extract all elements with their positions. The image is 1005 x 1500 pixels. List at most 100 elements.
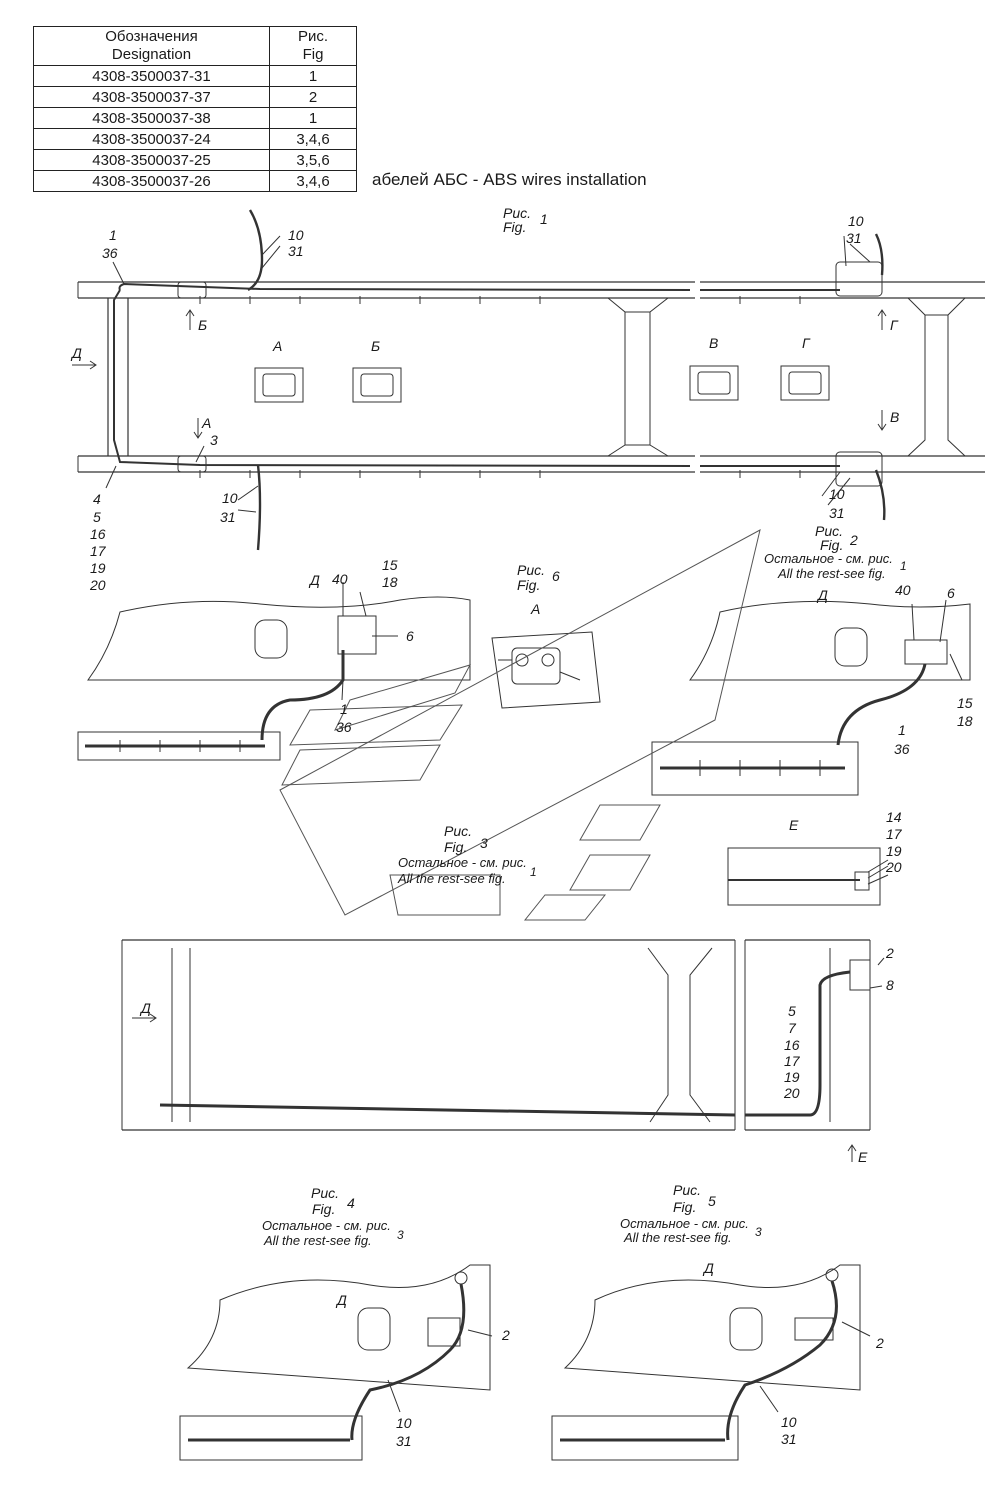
fig5-caption-ru: Рис. <box>673 1182 701 1198</box>
fig3-note-en: All the rest-see fig. <box>397 871 506 886</box>
fig2-note-en: All the rest-see fig. <box>777 566 886 581</box>
arrow-label-d-fig1: Д <box>70 345 82 361</box>
callout-17: 17 <box>886 826 903 842</box>
callout-17: 17 <box>90 543 107 559</box>
fig5-caption-num: 5 <box>708 1193 716 1209</box>
fig2-note-num: 1 <box>900 559 907 573</box>
fig1-caption-en: Fig. <box>503 219 526 235</box>
callout-36: 36 <box>336 719 352 735</box>
callout-2: 2 <box>885 945 894 961</box>
fig2-caption-en: Fig. <box>820 537 843 553</box>
view-label-b: Б <box>371 338 380 354</box>
arrow-label-a: А <box>201 415 211 431</box>
callout-2: 2 <box>875 1335 884 1351</box>
background-panels <box>279 529 761 921</box>
callout-17: 17 <box>784 1053 801 1069</box>
fig2-caption-num: 2 <box>849 532 858 548</box>
view-label-d-fig2-rest: Д <box>816 587 828 603</box>
callout-16: 16 <box>784 1037 800 1053</box>
callout-7: 7 <box>788 1020 797 1036</box>
view-label-d-fig4: Д <box>335 1292 347 1308</box>
fig1-frame <box>72 209 985 551</box>
callout-15: 15 <box>382 557 398 573</box>
callout-1: 1 <box>109 227 117 243</box>
callout-19: 19 <box>886 843 902 859</box>
fig6-caption-num: 6 <box>552 568 560 584</box>
callout-18: 18 <box>957 713 973 729</box>
callout-2: 2 <box>501 1327 510 1343</box>
callout-5: 5 <box>93 509 101 525</box>
callout-10: 10 <box>288 227 304 243</box>
designation-table: Обозначения Designation Рис. Fig 4308-35… <box>33 26 357 192</box>
detail-e <box>727 847 889 906</box>
callout-40: 40 <box>895 582 911 598</box>
table-cell-fig: 3,4,6 <box>269 170 357 192</box>
callout-20: 20 <box>89 577 106 593</box>
view-label-a: А <box>272 338 282 354</box>
callout-36: 36 <box>102 245 118 261</box>
fig4-cab <box>179 1264 493 1461</box>
fig2-cab <box>77 582 471 761</box>
arrow-label-g: Г <box>890 317 899 333</box>
fig5-note-en: All the rest-see fig. <box>623 1230 732 1245</box>
callout-31: 31 <box>396 1433 412 1449</box>
table-header-fig: Рис. Fig <box>269 26 357 66</box>
drawing-title: абелей АБС - ABS wires installation <box>372 170 647 189</box>
fig5-cab <box>551 1264 871 1461</box>
callout-1: 1 <box>340 701 348 717</box>
fig3-caption-num: 3 <box>480 835 488 851</box>
callout-3: 3 <box>210 432 218 448</box>
arrow-label-b: Б <box>198 317 207 333</box>
fig3-note-num: 1 <box>530 865 537 879</box>
callout-1: 1 <box>898 722 906 738</box>
callout-31: 31 <box>846 230 862 246</box>
callout-31: 31 <box>829 505 845 521</box>
fig4-note-en: All the rest-see fig. <box>263 1233 372 1248</box>
callout-10: 10 <box>848 213 864 229</box>
fig3-caption-ru: Рис. <box>444 823 472 839</box>
callout-8: 8 <box>886 977 894 993</box>
callout-4: 4 <box>93 491 101 507</box>
fig1-caption-num: 1 <box>540 211 548 227</box>
fig2-caption-ru: Рис. <box>815 523 843 539</box>
callout-19: 19 <box>90 560 106 576</box>
valve-detail-icons <box>254 365 830 403</box>
fig1-caption-ru: Рис. <box>503 205 531 221</box>
table-header-designation: Обозначения Designation <box>33 26 270 66</box>
view-label-d-fig2: Д <box>308 572 320 588</box>
fig4-caption-ru: Рис. <box>311 1185 339 1201</box>
view-label-d-fig5: Д <box>702 1260 714 1276</box>
table-cell-designation: 4308-3500037-26 <box>33 170 270 192</box>
callout-10: 10 <box>396 1415 412 1431</box>
table-cell-fig: 3,5,6 <box>269 149 357 171</box>
fig6-caption-en: Fig. <box>517 577 540 593</box>
callout-18: 18 <box>382 574 398 590</box>
callout-31: 31 <box>781 1431 797 1447</box>
fig6-caption-ru: Рис. <box>517 562 545 578</box>
table-cell-designation: 4308-3500037-24 <box>33 128 270 150</box>
callout-40: 40 <box>332 571 348 587</box>
callout-16: 16 <box>90 526 106 542</box>
callout-10: 10 <box>222 490 238 506</box>
fig3-caption-en: Fig. <box>444 839 467 855</box>
view-label-g: Г <box>802 335 811 351</box>
callout-36: 36 <box>894 741 910 757</box>
callout-6: 6 <box>947 585 955 601</box>
table-cell-designation: 4308-3500037-37 <box>33 86 270 108</box>
fig4-caption-en: Fig. <box>312 1201 335 1217</box>
view-label-a-fig6: А <box>530 601 540 617</box>
callout-20: 20 <box>885 859 902 875</box>
callout-31: 31 <box>220 509 236 525</box>
callout-15: 15 <box>957 695 973 711</box>
fig2-note-ru: Остальное - см. рис. <box>764 551 893 566</box>
callout-6: 6 <box>406 628 414 644</box>
fig5-note-num: 3 <box>755 1225 762 1239</box>
callout-5: 5 <box>788 1003 796 1019</box>
fig6-detail <box>491 631 601 709</box>
fig4-note-ru: Остальное - см. рис. <box>262 1218 391 1233</box>
arrow-label-v: В <box>890 409 899 425</box>
fig2-rest-cab <box>651 599 971 796</box>
callout-10: 10 <box>829 486 845 502</box>
